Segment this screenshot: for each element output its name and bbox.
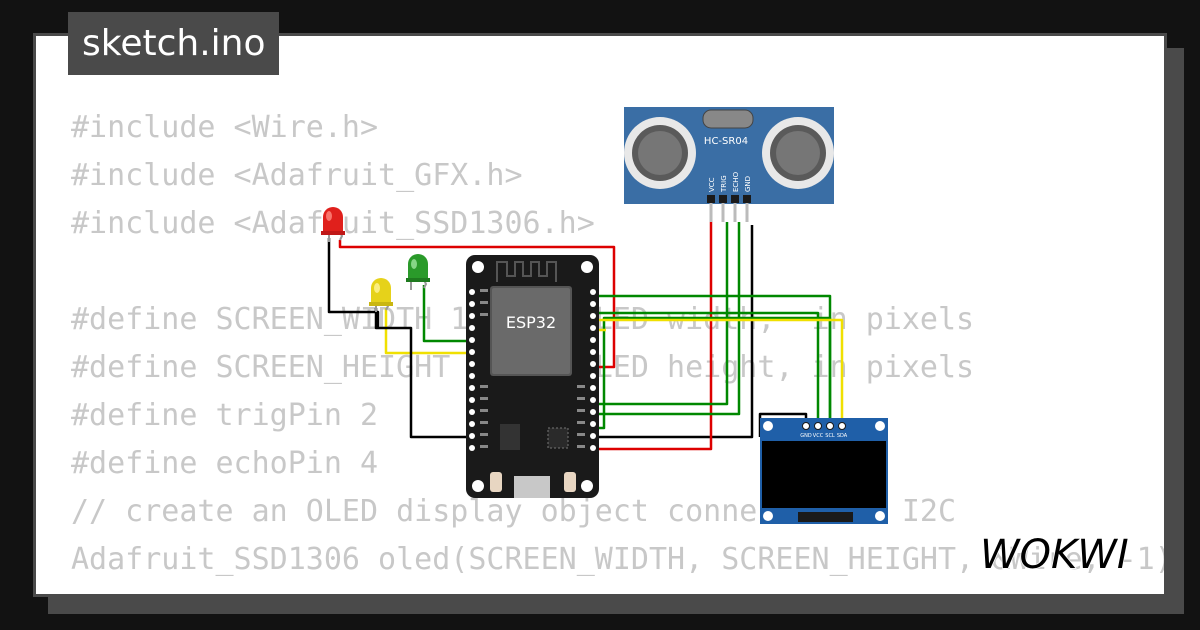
oled-pin-sda: SDA: [837, 433, 848, 439]
code-line-8: #define echoPin 4: [71, 446, 379, 481]
led-green[interactable]: [406, 254, 430, 290]
ultrasonic-label: HC-SR04: [704, 136, 748, 147]
wire-red-led[interactable]: [338, 240, 616, 369]
ultrasonic-pin-gnd: GND: [744, 176, 752, 192]
ultrasonic-sensor[interactable]: HC-SR04 VCC TRIG ECHO GND: [624, 107, 834, 222]
esp32-board[interactable]: ESP32: [466, 255, 599, 498]
code-line-1: #include <Wire.h>: [71, 110, 379, 145]
wire-sensor-echo[interactable]: [596, 222, 741, 416]
ultrasonic-pin-vcc: VCC: [708, 177, 716, 192]
preview-card: #include <Wire.h> #include <Adafruit_GFX.…: [33, 33, 1167, 597]
oled-display[interactable]: GND VCC SCL SDA: [760, 418, 888, 524]
esp32-boot-button[interactable]: [490, 472, 502, 492]
code-line-7: #define trigPin 2: [71, 398, 379, 433]
wokwi-logo-text: WOKWI: [980, 532, 1129, 578]
code-line-2: #include <Adafruit_GFX.h>: [71, 158, 523, 193]
wokwi-logo: WOKWI: [979, 531, 1129, 578]
wire-led-common[interactable]: [374, 225, 754, 439]
wire-sensor-trig[interactable]: [596, 222, 729, 406]
esp32-label: ESP32: [506, 313, 556, 332]
code-line-10: Adafruit_SSD1306 oled(SCREEN_WIDTH, SCRE…: [71, 542, 1167, 577]
led-red[interactable]: [321, 207, 345, 242]
wire-oled-sda[interactable]: [594, 318, 844, 424]
code-editor: #include <Wire.h> #include <Adafruit_GFX.…: [71, 104, 1167, 584]
wire-oled-scl[interactable]: [596, 316, 832, 430]
oled-screen: [762, 441, 886, 508]
usb-port: [514, 476, 550, 498]
code-line-3: #include <Adafruit_SSD1306.h>: [71, 206, 595, 241]
file-tab[interactable]: sketch.ino: [68, 12, 280, 75]
wire-red-led-gnd[interactable]: [327, 238, 380, 328]
oled-pin-gnd: GND: [800, 433, 812, 439]
led-yellow[interactable]: [369, 278, 393, 312]
ultrasonic-pin-echo: ECHO: [732, 171, 740, 192]
oled-pin-scl: SCL: [825, 433, 835, 439]
wire-sensor-vcc[interactable]: [596, 222, 713, 451]
ultrasonic-pin-trig: TRIG: [720, 175, 728, 193]
esp32-reset-button[interactable]: [564, 472, 576, 492]
oled-pin-vcc: VCC: [813, 433, 824, 439]
